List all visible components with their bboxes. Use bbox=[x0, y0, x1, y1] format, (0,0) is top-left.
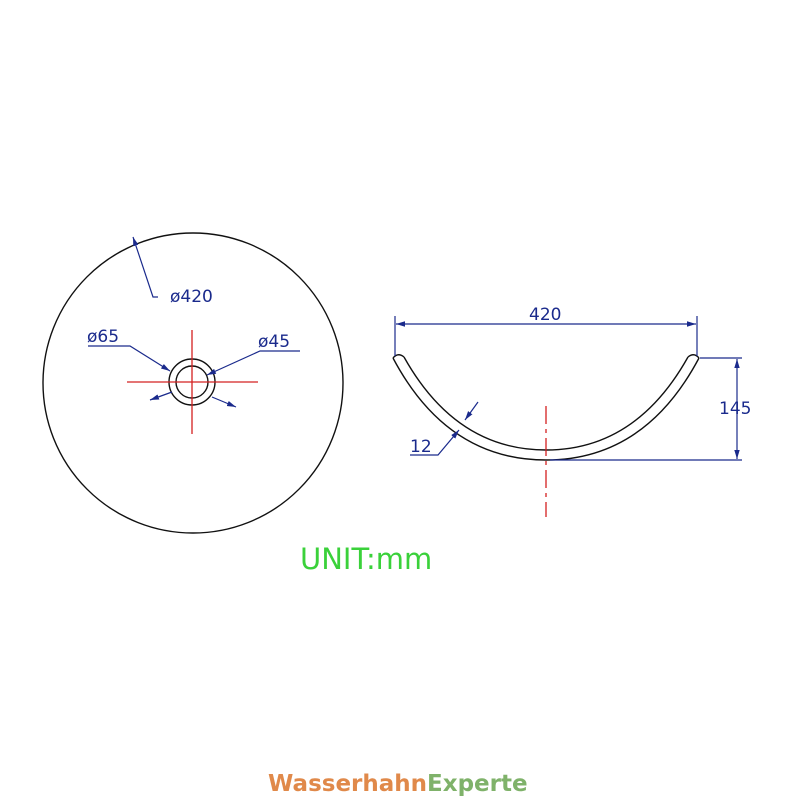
height-label: 145 bbox=[719, 399, 751, 419]
outer-diameter-leader bbox=[132, 236, 158, 298]
drain-inner-leader bbox=[206, 350, 300, 376]
drain-inner-leader-tail bbox=[211, 396, 237, 408]
svg-text:WasserhahnExperte: WasserhahnExperte bbox=[268, 771, 528, 797]
drain-outer-leader-tail bbox=[149, 391, 173, 401]
drain-inner-label: ø45 bbox=[258, 332, 290, 352]
drain-outer-label: ø65 bbox=[87, 327, 119, 347]
side-view: 420 145 12 bbox=[392, 305, 751, 517]
outer-diameter-label: ø420 bbox=[170, 287, 213, 307]
thickness-leader bbox=[410, 429, 460, 456]
watermark-logo: WasserhahnExperte bbox=[268, 771, 528, 797]
watermark-part1: Wasserhahn bbox=[268, 771, 427, 797]
top-view: ø420 ø65 ø45 bbox=[42, 232, 344, 534]
drain-outer-leader bbox=[88, 345, 171, 372]
bowl-rim-left bbox=[392, 354, 405, 359]
thickness-label: 12 bbox=[410, 437, 432, 457]
width-label: 420 bbox=[529, 305, 561, 325]
unit-label: UNIT:mm bbox=[300, 542, 432, 576]
thickness-leader-outer bbox=[464, 401, 479, 421]
watermark-part2: Experte bbox=[427, 771, 528, 797]
bowl-inner-profile bbox=[403, 356, 689, 451]
bowl-rim-right bbox=[687, 354, 700, 359]
basin-outer-circle bbox=[42, 232, 344, 534]
bowl-outer-profile bbox=[392, 357, 700, 461]
